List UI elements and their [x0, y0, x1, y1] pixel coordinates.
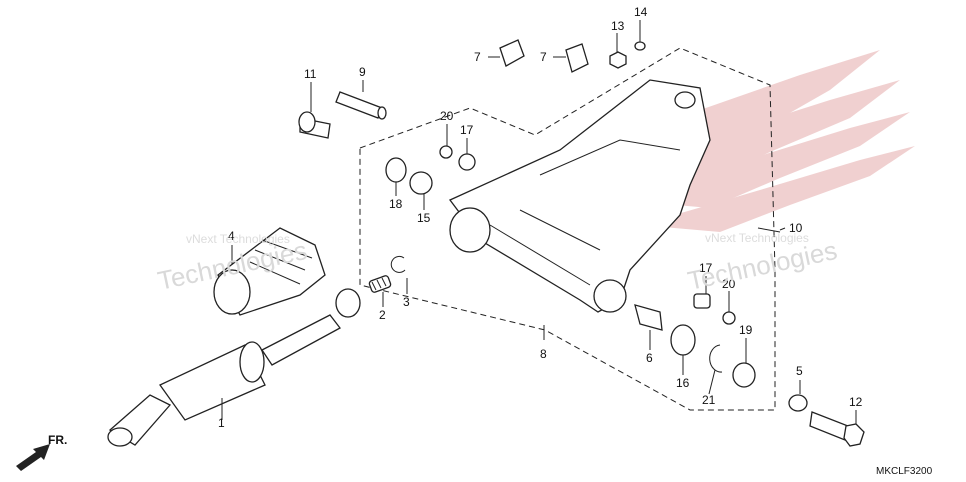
bearing-part-right	[670, 324, 696, 356]
part-label-17b: 17	[699, 261, 713, 275]
watermark-line-right-top: vNext Technologies	[705, 231, 809, 245]
part-label-16: 16	[676, 376, 690, 390]
watermark-line-left-top: vNext Technologies	[186, 232, 290, 246]
part-label-6: 6	[646, 351, 653, 365]
part-label-1: 1	[218, 416, 225, 430]
bolt-part-small	[757, 227, 781, 233]
cap-part-a	[499, 39, 525, 67]
swingarm-assembly-outline	[359, 47, 776, 411]
part-label-17a: 17	[460, 123, 474, 137]
seal-part-right	[732, 362, 756, 388]
front-arrow-icon	[16, 444, 50, 471]
part-label-8: 8	[540, 347, 547, 361]
circlip-part	[390, 255, 406, 273]
part-label-9: 9	[359, 65, 366, 79]
part-label-3: 3	[403, 295, 410, 309]
circlip-part-right	[709, 344, 723, 373]
seal-part-left	[385, 157, 407, 183]
washer-part-top	[634, 41, 646, 51]
part-label-13: 13	[611, 19, 625, 33]
nut-part	[609, 51, 627, 69]
part-label-12: 12	[849, 395, 863, 409]
boot-part	[213, 227, 326, 316]
adjusting-bolt-part	[298, 111, 331, 139]
front-direction-indicator: FR.	[16, 433, 67, 471]
bearing-part-left	[409, 171, 433, 195]
spring-part	[368, 275, 392, 293]
pivot-bolt-part	[335, 91, 387, 120]
ring-part-right	[722, 311, 736, 325]
leader-lines	[221, 20, 857, 424]
collar-part	[634, 304, 663, 331]
diagram-code: MKCLF3200	[876, 466, 933, 477]
bushing-part-left	[458, 153, 476, 171]
drive-shaft-part	[107, 288, 361, 447]
part-label-4: 4	[228, 229, 235, 243]
front-label: FR.	[48, 433, 67, 447]
part-label-20a: 20	[440, 109, 454, 123]
bushing-part-right	[693, 293, 711, 309]
cap-part-b	[565, 43, 589, 73]
part-label-7b: 7	[540, 50, 547, 64]
part-label-19: 19	[739, 323, 753, 337]
part-label-2: 2	[379, 308, 386, 322]
part-label-5: 5	[796, 364, 803, 378]
swingarm-part	[448, 79, 711, 313]
part-label-7a: 7	[474, 50, 481, 64]
part-label-11: 11	[304, 67, 317, 81]
washer-part-bottom	[788, 394, 808, 412]
part-label-15: 15	[417, 211, 431, 225]
pivot-bolt-lower-part	[809, 411, 865, 447]
part-label-10: 10	[789, 221, 803, 235]
part-label-18: 18	[389, 197, 403, 211]
part-label-20b: 20	[722, 277, 736, 291]
part-label-21: 21	[702, 393, 716, 407]
part-label-14: 14	[634, 5, 648, 19]
ring-part-left	[439, 145, 453, 159]
part-labels: 1 2 3 4 5 6 7 7 8 9 10 11 12 13 14 15 16…	[218, 5, 863, 430]
